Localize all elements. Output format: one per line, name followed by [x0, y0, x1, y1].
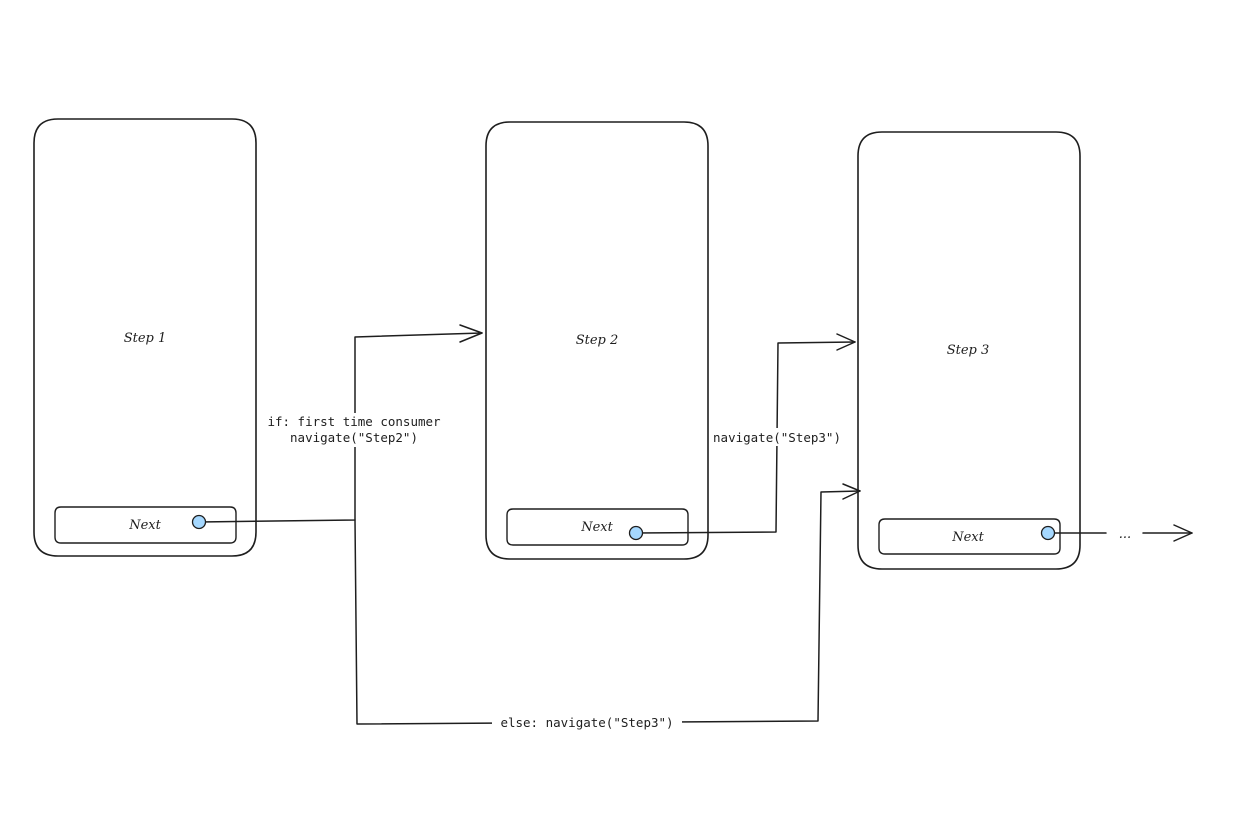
connection-port-icon[interactable] [628, 525, 644, 541]
screen-step-2-title: Step 2 [576, 333, 619, 348]
screen-step-3: Step 3 Next [857, 131, 1081, 570]
navigate-step3-label: navigate("Step3") [713, 430, 841, 445]
continuation-ellipsis: ... [1119, 527, 1131, 542]
screen-step-2: Step 2 Next [485, 121, 709, 560]
edge-step1-else-to-step3 [354, 483, 861, 725]
edge-label-step2: if: first time consumer navigate("Step2"… [262, 413, 448, 447]
next-button-label: Next [951, 530, 984, 545]
edge-label-step3: navigate("Step3") [709, 428, 847, 446]
next-button-step-3[interactable]: Next [878, 518, 1061, 555]
screen-step-1: Step 1 Next [33, 118, 257, 557]
arrowhead-icon [842, 483, 861, 500]
navigate-step2-label: navigate("Step2") [290, 430, 418, 445]
next-button-label: Next [580, 520, 613, 535]
edge-step3-continuation [1047, 524, 1193, 542]
arrowhead-icon [1173, 524, 1193, 542]
connection-port-icon[interactable] [1040, 525, 1056, 541]
edge-label-else: else: navigate("Step3") [492, 713, 682, 731]
condition-label: if: first time consumer [267, 414, 441, 429]
else-branch-label: else: navigate("Step3") [500, 715, 673, 730]
arrowhead-icon [459, 324, 483, 343]
screen-step-3-title: Step 3 [947, 343, 990, 358]
next-button-step-2[interactable]: Next [506, 508, 689, 546]
next-button-label: Next [128, 518, 161, 533]
connection-port-icon[interactable] [191, 514, 207, 530]
arrowhead-icon [836, 333, 856, 351]
screen-step-1-title: Step 1 [124, 331, 167, 346]
next-button-step-1[interactable]: Next [54, 506, 237, 544]
